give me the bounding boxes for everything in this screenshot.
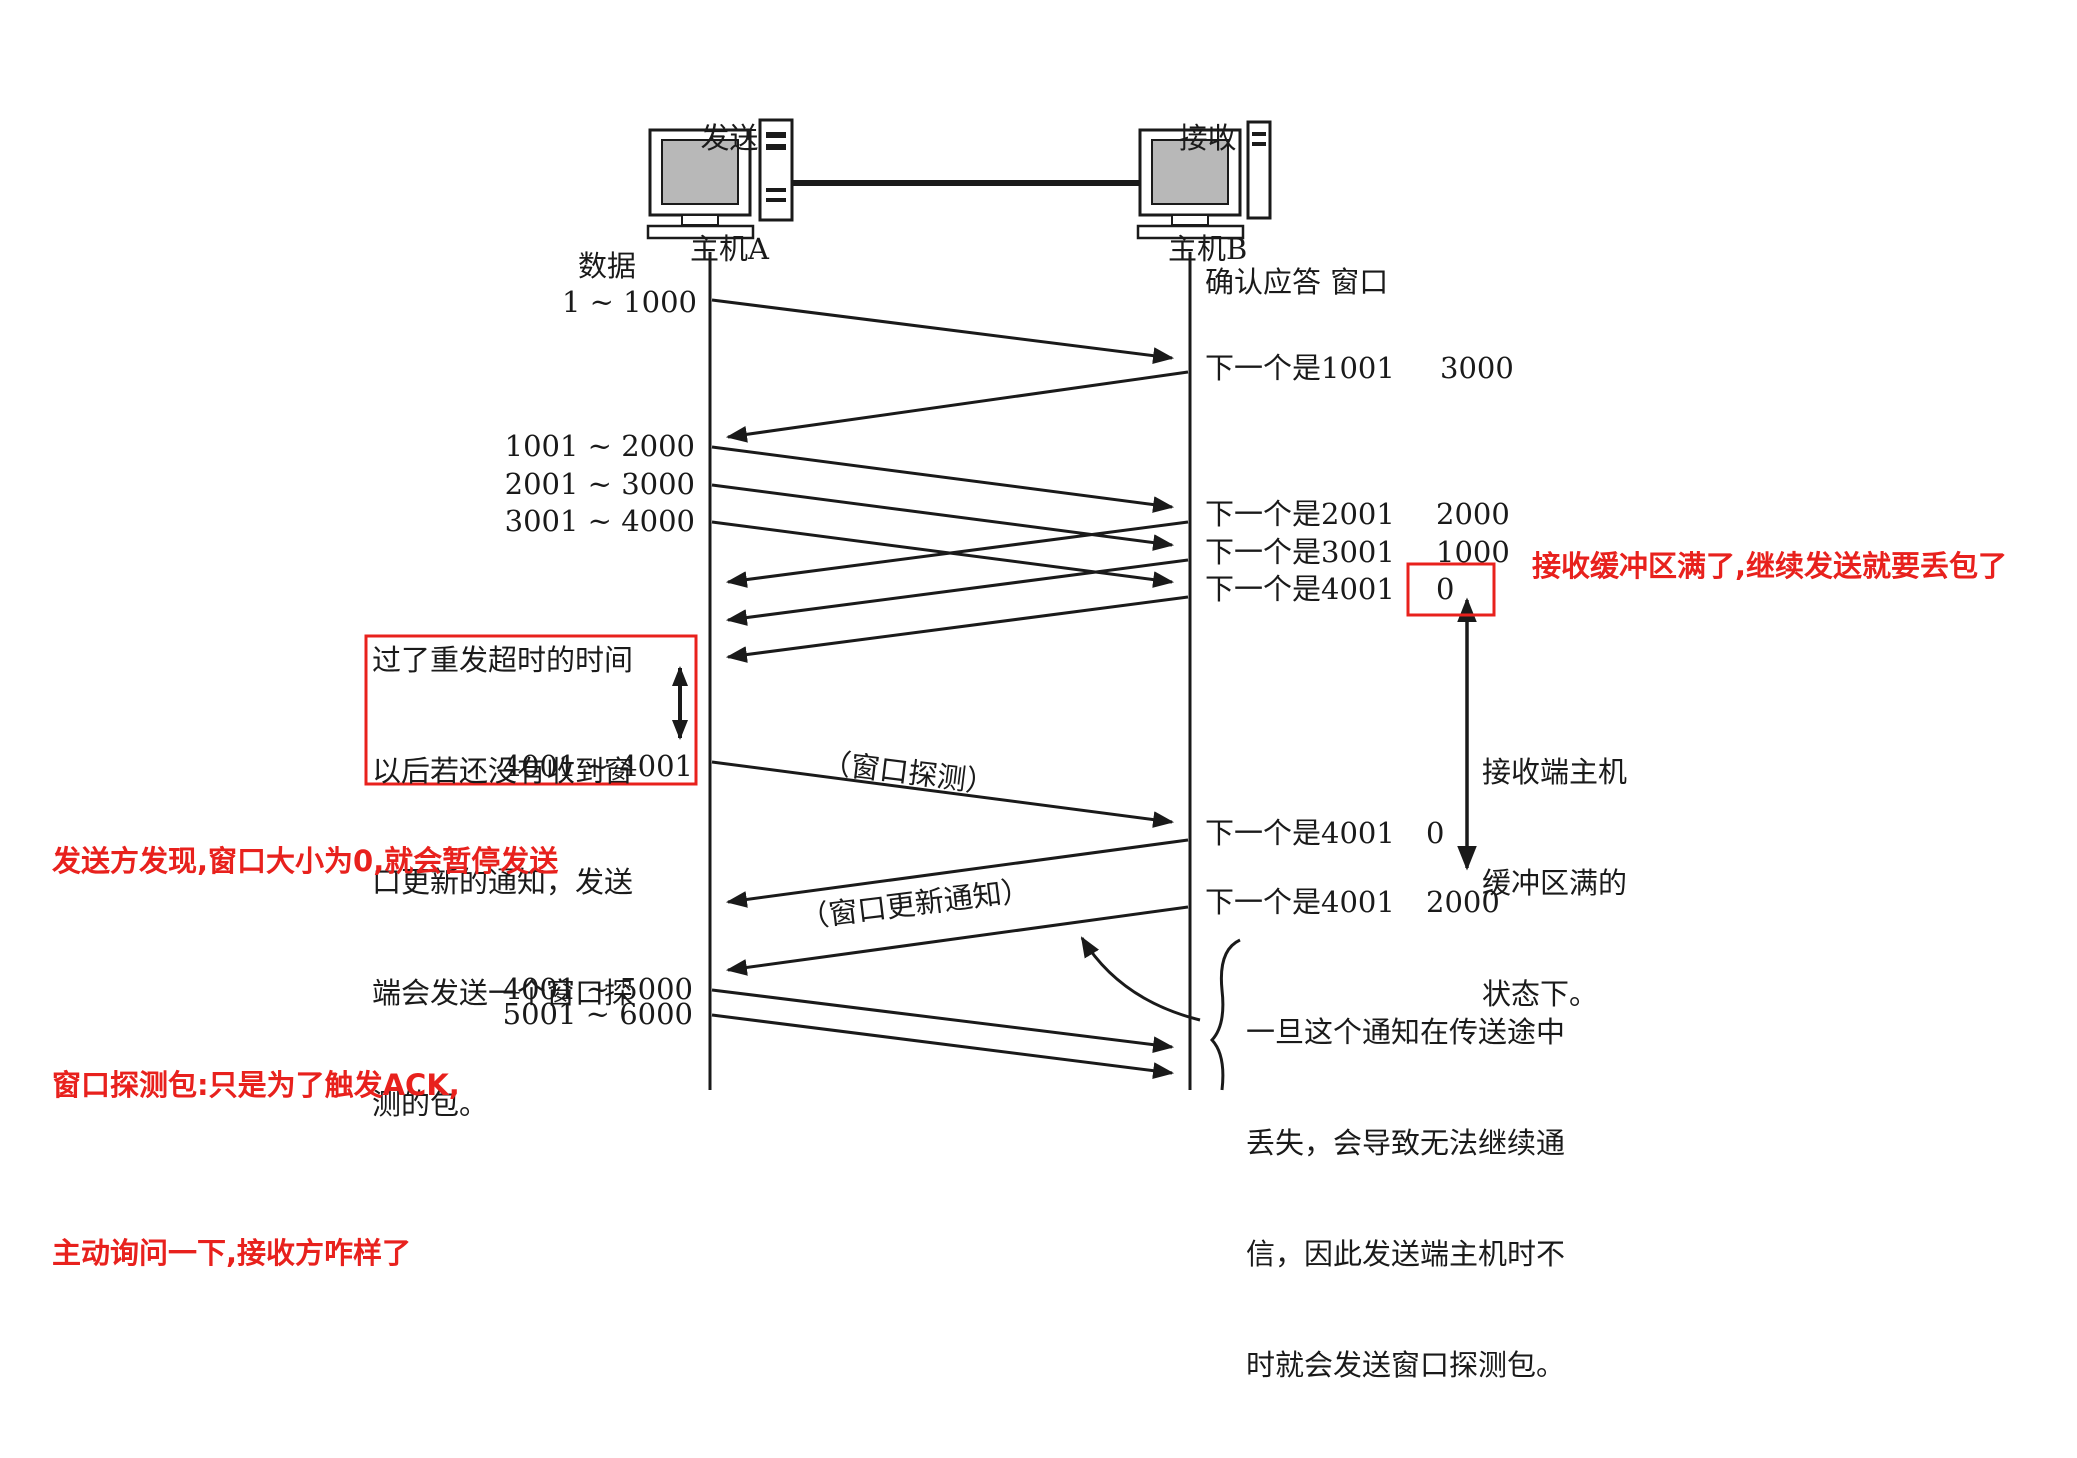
receiver-host-line2: 主机B (1168, 232, 1248, 266)
ack-window-value: 2000 (1426, 885, 1500, 919)
zero-window-highlight-box (1406, 562, 1496, 617)
data-header: 数据 (578, 249, 637, 283)
ack-arrow (725, 370, 1189, 443)
ack-next-label: 下一个是2001 (1205, 497, 1395, 531)
probe-annotation-line: 窗口探测包:只是为了触发ACK, (52, 1068, 460, 1102)
buffer-full-note-line: 状态下。 (1482, 977, 1599, 1011)
timeout-note-line: 端会发送一个窗口探 (372, 976, 634, 1010)
segment-label: 4001 ~ 5000 (502, 972, 693, 1006)
ack-next-label: 下一个是4001 (1205, 885, 1395, 919)
segment-arrow (711, 483, 1175, 551)
buffer-full-note-line: 接收端主机 (1482, 755, 1628, 789)
ack-window-value: 0 (1426, 816, 1445, 850)
loss-note-line: 时就会发送窗口探测包。 (1246, 1348, 1566, 1382)
timeout-note-line: 以后若还没有收到窗 (372, 754, 634, 788)
diagram-graphics (364, 118, 1496, 1091)
timeout-note-line: 测的包。 (372, 1087, 489, 1121)
loss-note-line: 信，因此发送端主机时不 (1246, 1237, 1566, 1271)
ack-arrow (725, 838, 1189, 908)
segment-arrow (711, 445, 1175, 513)
ack-next-label: 下一个是4001 (1205, 816, 1395, 850)
probe-annotation-line: 主动询问一下,接收方咋样了 (52, 1236, 412, 1270)
timeout-note-line: 过了重发超时的时间 (372, 643, 634, 677)
ack-next-label: 下一个是3001 (1205, 535, 1395, 569)
tcp-window-probe-diagram: 发送 主机A 接收 主机B 数据 确认应答 窗口 1 ~ 1000 1001 ~… (52, 46, 2008, 1382)
probe-annotation: 窗口探测包:只是为了触发ACK, 主动询问一下,接收方咋样了 (52, 945, 460, 1393)
loss-note: 一旦这个通知在传送途中 丢失，会导致无法继续通 信，因此发送端主机时不 时就会发… (1246, 940, 1565, 1458)
ack-window-value: 1000 (1436, 535, 1510, 569)
timeout-highlight-box (364, 634, 698, 786)
ack-next-label: 下一个是1001 (1205, 351, 1395, 385)
sender-host-line1: 发送 (700, 121, 759, 155)
loss-pointer-arrow (1080, 936, 1201, 1022)
ack-arrow (725, 595, 1189, 663)
timeout-note-line: 口更新的通知，发送 (372, 865, 634, 899)
segment-label: 5001 ~ 6000 (502, 997, 693, 1031)
ack-window-value: 0 (1436, 572, 1455, 606)
ack-window-value: 2000 (1436, 497, 1510, 531)
segment-label: 3001 ~ 4000 (504, 504, 695, 538)
segment-label: 1001 ~ 2000 (504, 429, 695, 463)
loss-note-line: 一旦这个通知在传送途中 (1246, 1015, 1566, 1049)
computer-icon (1136, 120, 1272, 240)
ack-arrow (725, 905, 1189, 976)
buffer-full-note-line: 缓冲区满的 (1482, 866, 1628, 900)
buffer-full-note: 接收端主机 缓冲区满的 状态下。 (1482, 680, 1627, 1087)
timeout-note: 过了重发超时的时间 以后若还没有收到窗 口更新的通知，发送 端会发送一个窗口探 … (372, 568, 633, 1197)
segment-arrow (711, 760, 1175, 828)
segment-label: 1 ~ 1000 (562, 285, 697, 319)
sender-host-line2: 主机A (690, 232, 769, 266)
segment-arrow (711, 520, 1175, 588)
pause-annotation: 发送方发现,窗口大小为0,就会暂停发送 (52, 844, 559, 878)
buffer-full-annotation: 接收缓冲区满了,继续发送就要丢包了 (1532, 549, 2008, 583)
receiver-host-line1: 接收 (1178, 121, 1237, 155)
ack-next-label: 下一个是4001 (1205, 572, 1395, 606)
ack-window-header: 确认应答 窗口 (1205, 265, 1389, 299)
receiver-host-label: 接收 主机B (1168, 46, 1247, 342)
loss-note-line: 丢失，会导致无法继续通 (1246, 1126, 1566, 1160)
computer-icon (646, 118, 794, 240)
segment-label: 4001 ~ 4001 (502, 749, 693, 783)
ack-arrow (725, 520, 1189, 588)
segment-label: 2001 ~ 3000 (504, 467, 695, 501)
segment-arrow (711, 298, 1175, 364)
sender-host-label: 发送 主机A (690, 46, 769, 342)
ack-window-value: 3000 (1440, 351, 1514, 385)
loss-note-bracket (1209, 938, 1241, 1091)
segment-arrow (711, 1013, 1175, 1079)
segment-arrow (711, 988, 1175, 1054)
ack-arrow (725, 558, 1189, 626)
